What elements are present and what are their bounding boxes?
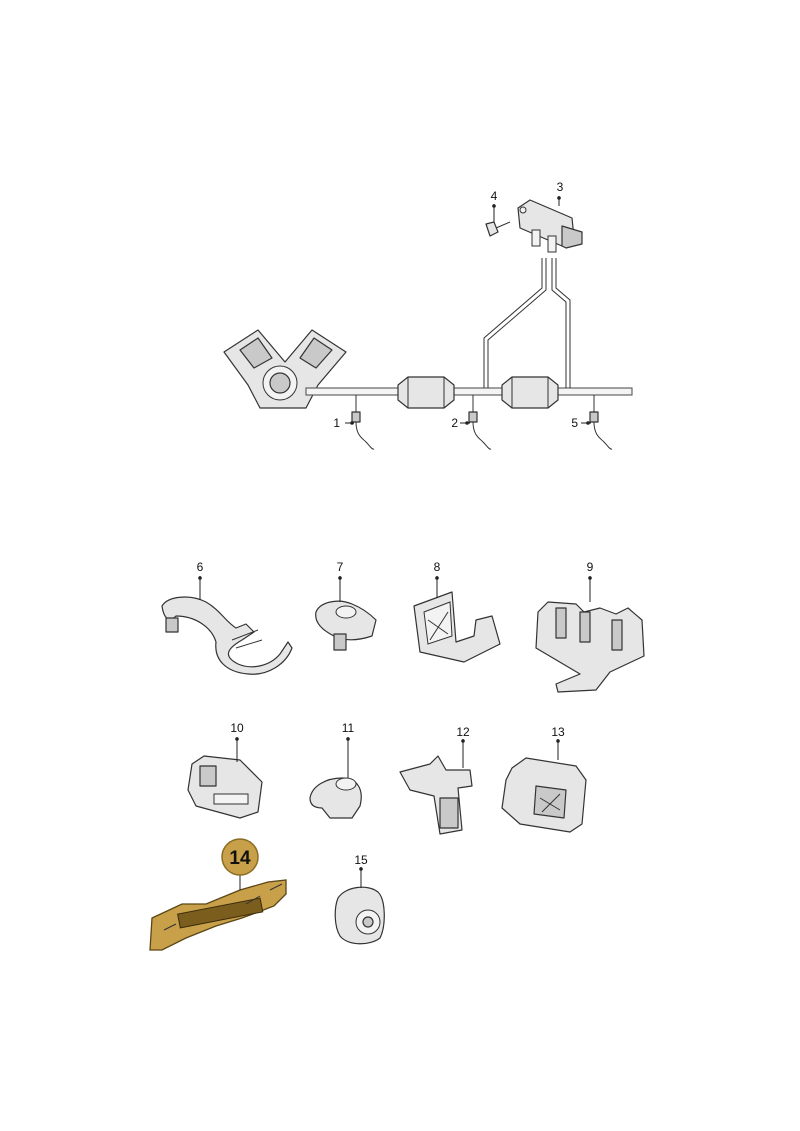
callout-9: 9 xyxy=(587,560,594,574)
temperature-probe-1 xyxy=(351,395,375,450)
pressure-lines xyxy=(483,258,571,388)
part-8-bracket xyxy=(413,591,501,663)
callout-4: 4 xyxy=(491,189,498,203)
engine-block xyxy=(223,329,347,409)
bolt xyxy=(485,221,511,237)
part-6-bracket xyxy=(161,596,293,675)
part-14-heat-shield xyxy=(149,879,287,951)
part-15-connector xyxy=(334,886,385,945)
callout-2: 2 xyxy=(451,416,458,430)
callout-8: 8 xyxy=(434,560,441,574)
part-9-holder xyxy=(535,601,645,693)
part-12-bracket xyxy=(399,755,473,835)
particulate-filter xyxy=(501,376,559,409)
temperature-probe-2 xyxy=(468,395,492,450)
callout-5: 5 xyxy=(571,416,578,430)
callout-14: 14 xyxy=(229,848,251,869)
part-11-clip xyxy=(309,777,362,819)
callout-1: 1 xyxy=(333,416,340,430)
callout-10: 10 xyxy=(230,721,244,735)
callout-14-badge xyxy=(221,838,259,876)
part-10-clip xyxy=(187,755,263,819)
callout-11: 11 xyxy=(342,721,355,735)
callout-3: 3 xyxy=(557,180,564,194)
callout-12: 12 xyxy=(456,725,470,739)
exhaust-pipe xyxy=(305,387,633,396)
part-7-clip xyxy=(315,600,377,651)
catalytic-converter-front xyxy=(397,376,455,409)
callout-13: 13 xyxy=(551,725,565,739)
part-13-holder xyxy=(501,757,587,833)
exhaust-system xyxy=(223,196,633,450)
callout-6: 6 xyxy=(197,560,204,574)
temperature-probe-5 xyxy=(589,395,613,450)
callout-7: 7 xyxy=(337,560,344,574)
callout-15: 15 xyxy=(354,853,368,867)
pressure-sensor xyxy=(517,199,583,253)
